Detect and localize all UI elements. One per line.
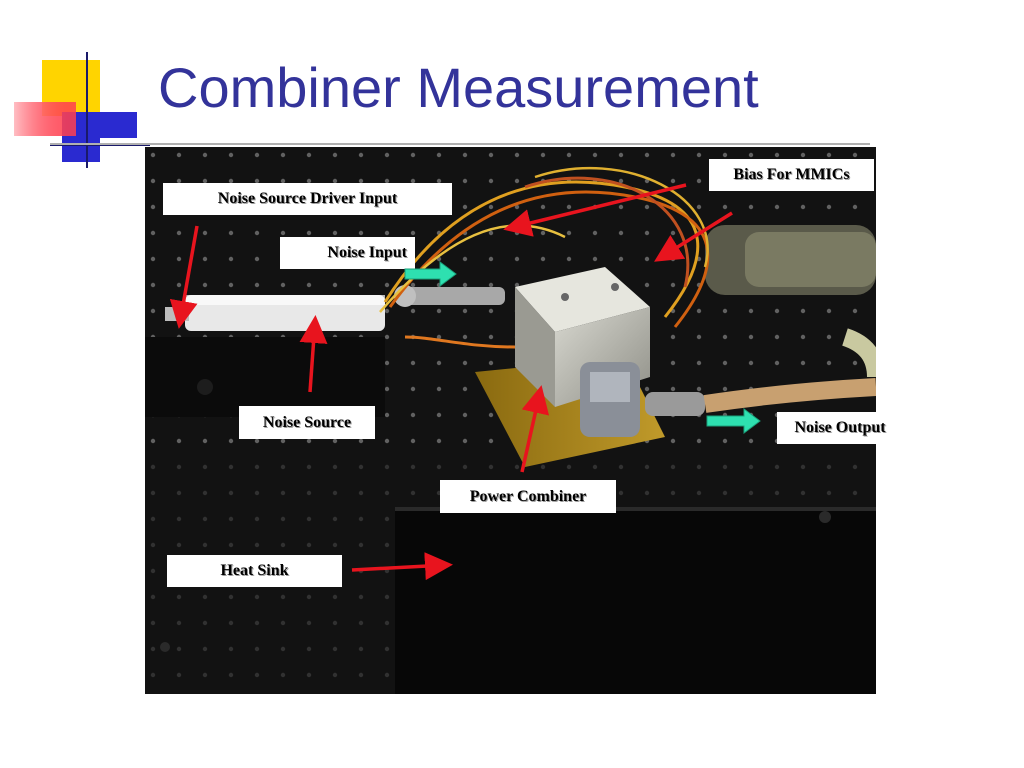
label-power-combiner: Power Combiner: [440, 480, 616, 513]
slide-logo: [14, 52, 150, 168]
title-divider: [50, 143, 870, 145]
label-noise-source-driver-input: Noise Source Driver Input: [163, 183, 452, 215]
label-noise-input: Noise Input: [280, 237, 415, 269]
label-bias-for-mmics: Bias For MMICs: [709, 159, 874, 191]
label-heat-sink: Heat Sink: [167, 555, 342, 587]
label-noise-output: Noise Output: [777, 412, 903, 444]
label-noise-source: Noise Source: [239, 406, 375, 439]
slide-title: Combiner Measurement: [158, 56, 759, 119]
